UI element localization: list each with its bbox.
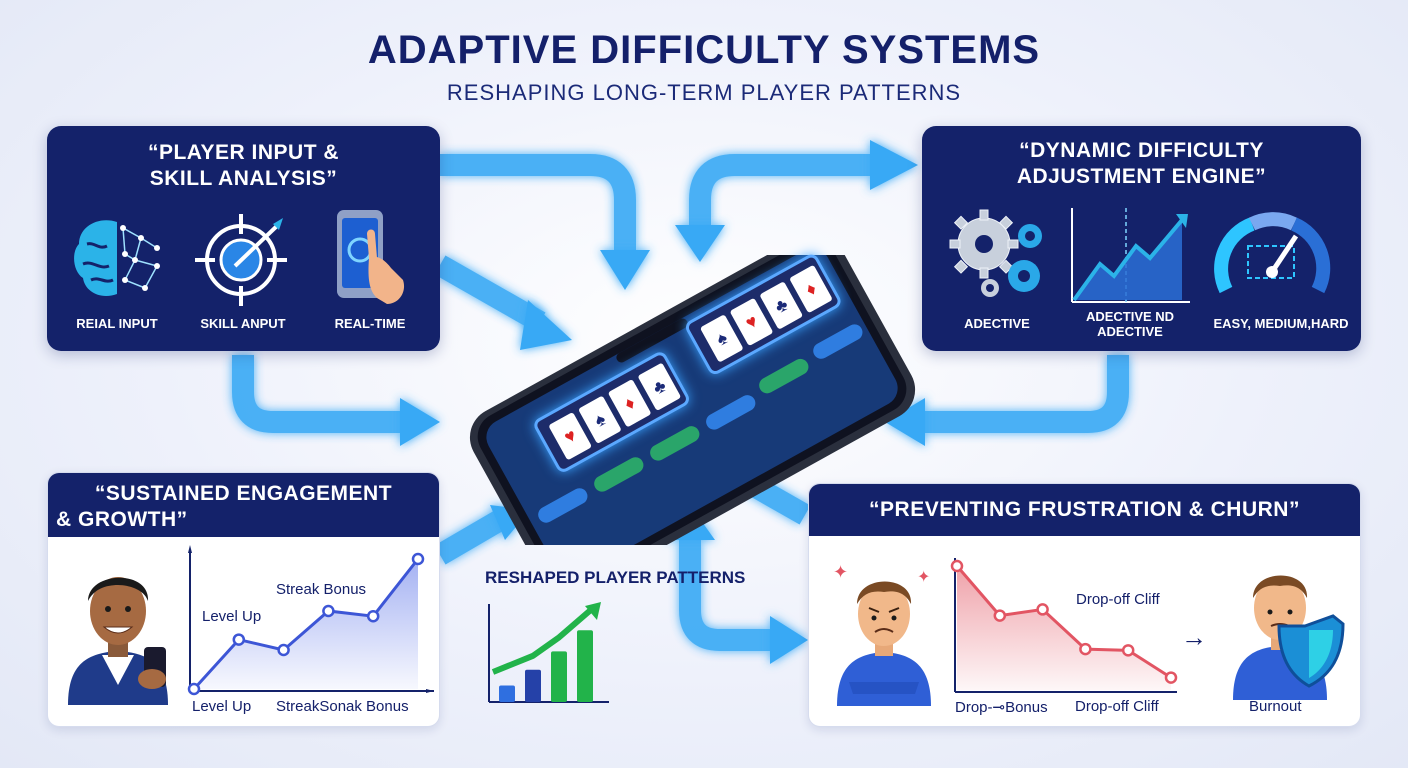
svg-text:✦: ✦ bbox=[833, 562, 848, 583]
churn-panel: “PREVENTING FRUSTRATION & CHURN” ✦ ✦ Dro… bbox=[808, 483, 1361, 727]
growth-bar-1 bbox=[499, 685, 515, 702]
game-button-2[interactable] bbox=[591, 454, 647, 495]
game-button-4[interactable] bbox=[703, 392, 759, 433]
engagement-series-line bbox=[192, 558, 420, 691]
flow-arrow-left-loop bbox=[232, 355, 400, 433]
growth-trend-arrow bbox=[491, 605, 595, 675]
game-button-6[interactable] bbox=[810, 321, 866, 362]
flow-arrow-bottom bbox=[679, 540, 770, 651]
burnout-label: Burnout bbox=[1249, 698, 1302, 715]
churn-point-3 bbox=[1036, 603, 1049, 616]
svg-text:✦: ✦ bbox=[917, 567, 930, 586]
churn-arrow: → bbox=[1181, 622, 1207, 652]
flow-arrow-engine bbox=[689, 154, 870, 225]
player-input-title-line1: “PLAYER INPUT & bbox=[147, 141, 340, 164]
churn-title: “PREVENTING FRUSTRATION & CHURN” bbox=[869, 498, 1300, 521]
engine-title-line2: ADJUSTMENT ENGINE” bbox=[1016, 165, 1267, 188]
churn-point-1 bbox=[950, 559, 964, 573]
engagement-axis-label-2: StreakSonak Bonus bbox=[276, 698, 409, 715]
input-icon-label-1: REIAL INPUT bbox=[76, 316, 158, 331]
engagement-point-2 bbox=[232, 633, 246, 646]
crosshair-target-icon bbox=[195, 214, 287, 306]
churn-annotation-cliff: Drop-off Cliff bbox=[1076, 591, 1160, 608]
input-icon-label-3: REAL-TIME bbox=[334, 316, 406, 331]
gears-icon bbox=[949, 209, 1042, 297]
game-button-5[interactable] bbox=[756, 356, 812, 397]
engine-icon-label-3: EASY, MEDIUM,HARD bbox=[1213, 316, 1349, 331]
engine-title-line1: “DYNAMIC DIFFICULTY bbox=[1019, 139, 1264, 162]
engagement-panel: “SUSTAINED ENGAGEMENT & GROWTH” Streak B… bbox=[47, 472, 440, 727]
engagement-title-line1: “SUSTAINED ENGAGEMENT bbox=[94, 482, 393, 505]
flow-arrow-top bbox=[440, 154, 636, 250]
growth-bar-2 bbox=[525, 669, 541, 702]
growth-bar-chart bbox=[488, 602, 609, 703]
player-input-panel: “PLAYER INPUT & SKILL ANALYSIS” REIAL IN… bbox=[47, 126, 440, 351]
brain-network-icon bbox=[74, 220, 160, 297]
rising-chart-icon bbox=[1071, 208, 1190, 303]
engagement-point-3 bbox=[277, 643, 290, 657]
engagement-annotation-levelup: Level Up bbox=[202, 608, 262, 625]
reshaped-patterns-label: RESHAPED PLAYER PATTERNS bbox=[485, 568, 746, 587]
player-avatar-happy bbox=[68, 577, 168, 705]
engagement-line-chart bbox=[187, 545, 434, 696]
game-button-3[interactable] bbox=[647, 423, 703, 464]
flow-arrow-input-diag bbox=[434, 255, 546, 332]
input-icon-label-2: SKILL ANPUT bbox=[200, 316, 286, 331]
game-button-1[interactable] bbox=[535, 485, 591, 526]
difficulty-engine-panel: “DYNAMIC DIFFICULTY ADJUSTMENT ENGINE” A… bbox=[922, 126, 1361, 351]
page-subtitle: RESHAPING LONG-TERM PLAYER PATTERNS bbox=[446, 80, 962, 105]
engagement-point-5 bbox=[366, 609, 380, 623]
phone-touch-icon bbox=[337, 210, 405, 304]
growth-bar-3 bbox=[551, 651, 567, 702]
engagement-point-6 bbox=[411, 552, 425, 566]
churn-area bbox=[957, 566, 1171, 690]
churn-series-line bbox=[955, 565, 1172, 679]
churn-point-5 bbox=[1121, 644, 1135, 657]
engagement-area bbox=[194, 559, 418, 689]
churn-axis-label-1: Drop-⊸Bonus bbox=[955, 699, 1048, 716]
engagement-annotation-streak: Streak Bonus bbox=[276, 581, 367, 598]
engine-icon-label-1: ADECTIVE bbox=[964, 316, 1030, 331]
churn-axis-label-2: Drop-off Cliff bbox=[1075, 698, 1159, 715]
churn-point-2 bbox=[993, 609, 1007, 622]
burnout-avatar-shield bbox=[1233, 575, 1345, 700]
engine-icon-label-2-line1: ADECTIVE ND bbox=[1085, 309, 1175, 324]
engine-icon-label-2-line2: ADECTIVE bbox=[1097, 324, 1163, 339]
engagement-point-4 bbox=[322, 604, 335, 618]
engine-icon-label-2: ADECTIVE ND ADECTIVE bbox=[1070, 309, 1190, 339]
flow-arrow-diag-left bbox=[434, 510, 506, 565]
churn-line-chart bbox=[950, 558, 1178, 693]
page-title: ADAPTIVE DIFFICULTY SYSTEMS bbox=[367, 28, 1041, 72]
churn-point-4 bbox=[1079, 642, 1092, 656]
player-avatar-frustrated: ✦ ✦ bbox=[833, 562, 931, 706]
churn-point-6 bbox=[1164, 671, 1178, 684]
engagement-axis-label-1: Level Up bbox=[192, 698, 252, 715]
flow-arrow-right-loop bbox=[925, 355, 1129, 433]
growth-arrowhead bbox=[585, 602, 601, 620]
growth-bar-4 bbox=[577, 630, 593, 702]
player-input-title-line2: SKILL ANALYSIS” bbox=[149, 167, 338, 190]
difficulty-gauge-icon bbox=[1214, 212, 1331, 294]
engagement-title-line2: & GROWTH” bbox=[56, 508, 188, 531]
engagement-point-1 bbox=[187, 682, 201, 696]
